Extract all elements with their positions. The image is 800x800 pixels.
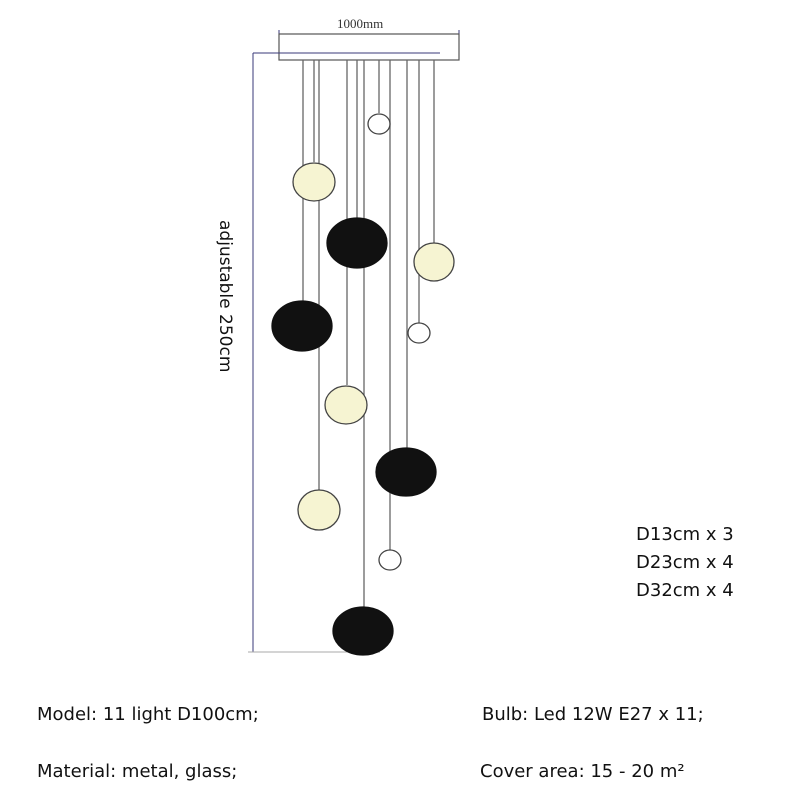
height-label: adjustable 250cm (215, 220, 235, 373)
spec-cover-area: Cover area: 15 - 20 m² (480, 761, 685, 782)
black-shade (271, 300, 333, 352)
frosted-shade (413, 242, 455, 282)
shades (271, 113, 455, 656)
size-d32: D32cm x 4 (636, 580, 734, 601)
frosted-shade (297, 489, 341, 531)
frosted-shade (292, 162, 336, 202)
clear-shade-small (378, 549, 402, 571)
width-label: 1000mm (337, 16, 384, 31)
spec-bulb: Bulb: Led 12W E27 x 11; (482, 704, 704, 725)
black-shade (326, 217, 388, 269)
clear-shade-small (407, 322, 431, 344)
size-d13: D13cm x 3 (636, 524, 734, 545)
clear-shade-small (367, 113, 391, 135)
frosted-shade (324, 385, 368, 425)
black-shade (332, 606, 394, 656)
black-shade (375, 447, 437, 497)
size-d23: D23cm x 4 (636, 552, 734, 573)
spec-model: Model: 11 light D100cm; (37, 704, 259, 725)
height-dimension (248, 52, 440, 653)
spec-material: Material: metal, glass; (37, 761, 238, 782)
ceiling-canopy (278, 33, 460, 61)
